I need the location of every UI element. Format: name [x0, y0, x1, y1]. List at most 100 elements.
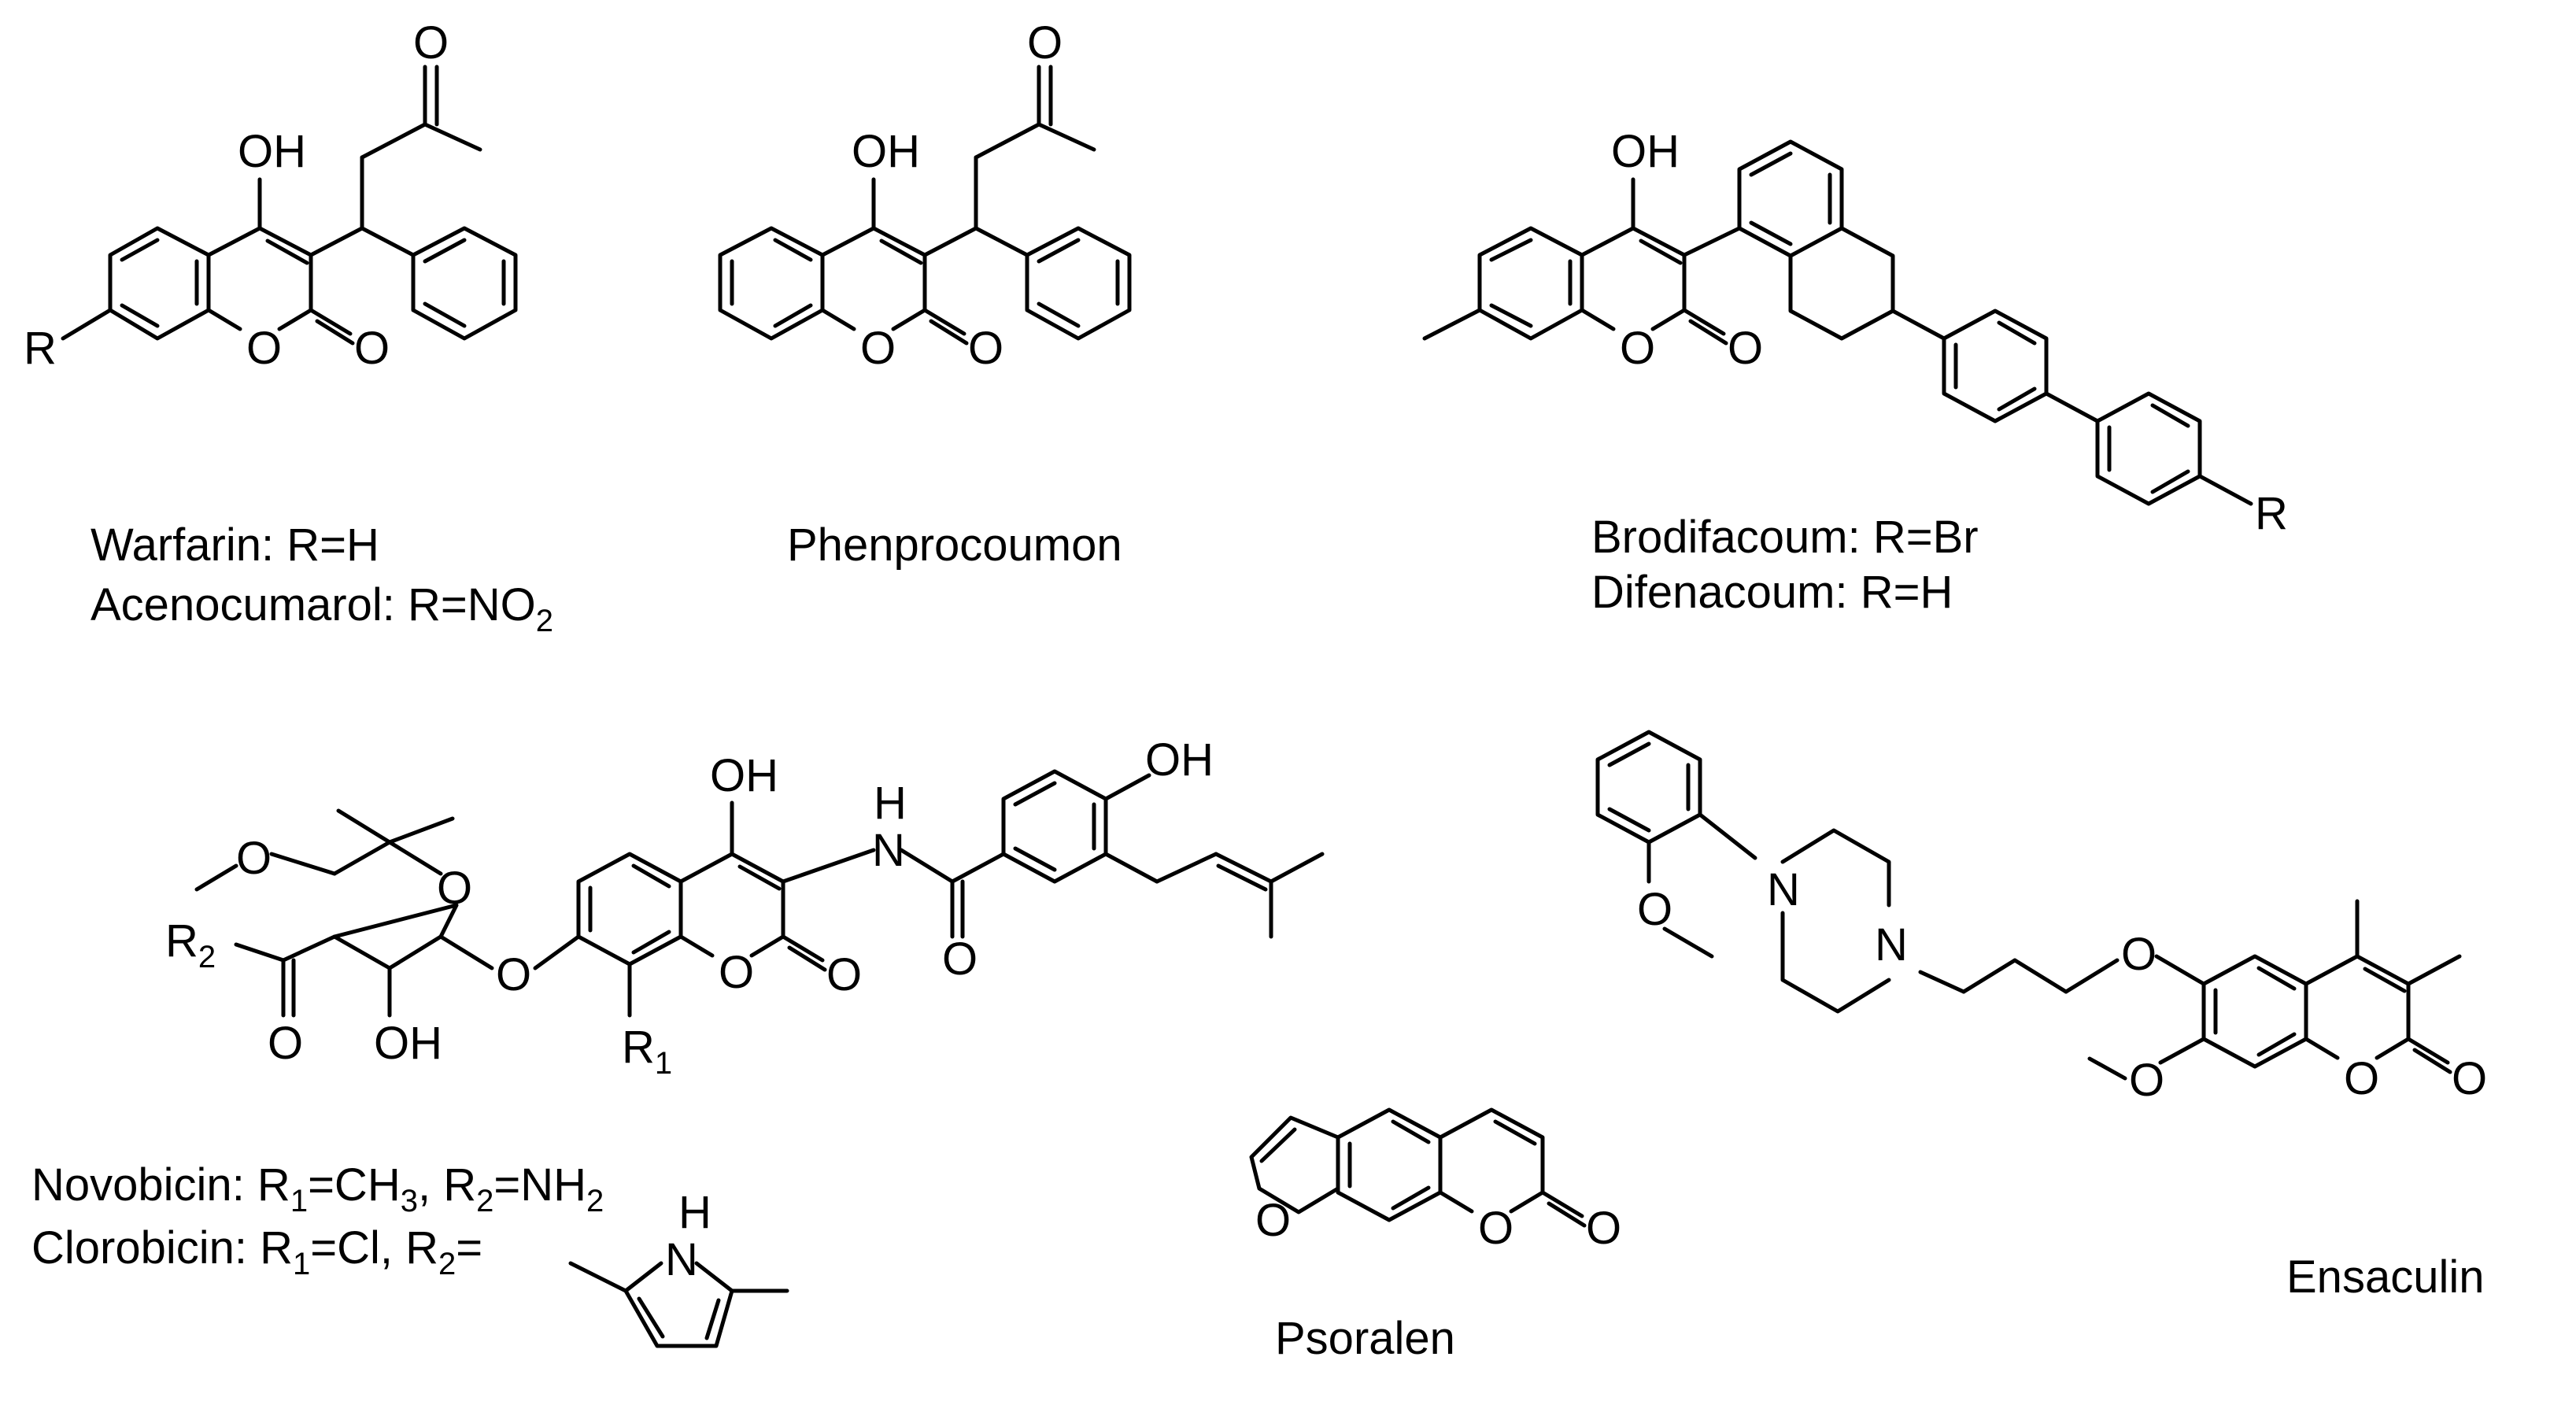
brodifacoum-link-bond — [1890, 309, 1946, 341]
psoralen-double-bond — [1391, 1119, 1431, 1144]
ensaculin-anisole-o-label: O — [1637, 884, 1672, 935]
ensaculin-n1-label: N — [1767, 864, 1800, 915]
ensaculin-benzo-ring — [2201, 954, 2308, 1069]
psoralen-double-bond — [1259, 1127, 1297, 1163]
warfarin-benzo-ring — [108, 226, 211, 341]
brodifacoum-r-bond — [2197, 474, 2253, 506]
novobicin-prenyl-methyl — [1269, 852, 1325, 884]
pyrrole-double-bond — [704, 1298, 721, 1340]
novobicin-methoxy-o-label: O — [236, 833, 272, 884]
ensaculin-double-bond — [2256, 1032, 2297, 1057]
novobicin-double-bond — [737, 864, 782, 891]
brodifacoum-tetralin-saturated — [1788, 226, 1895, 341]
novobicin-amide-o-label: O — [942, 933, 978, 985]
pyrrole-n-label: N — [665, 1234, 698, 1285]
brodifacoum-biphenyl-ring1 — [1942, 309, 2049, 423]
novobicin-amide-bond — [781, 848, 876, 884]
psoralen-double-bond — [1391, 1185, 1431, 1211]
novobicin-prenyl-double — [1214, 852, 1273, 884]
warfarin-side-chain — [423, 122, 482, 152]
brodifacoum-double-bond — [2150, 469, 2190, 494]
ensaculin-double-bond — [1607, 741, 1651, 767]
novobicin-ring-o-label: O — [719, 947, 754, 998]
warfarin-r-bond — [61, 308, 113, 341]
ensaculin-double-bond — [1607, 807, 1651, 833]
psoralen-ring-o-label: O — [1478, 1203, 1513, 1254]
pyrrole-ring — [623, 1261, 734, 1348]
ensaculin-lactone-o-label: O — [2452, 1053, 2487, 1104]
phenprocoumon-oh-label: OH — [852, 126, 920, 177]
ensaculin-carbonyl-bond — [2412, 1048, 2452, 1074]
phenprocoumon-side-chain — [974, 122, 1041, 160]
phenprocoumon-double-bond — [1037, 301, 1081, 328]
phenprocoumon-carbonyl-bond — [922, 308, 966, 336]
brodifacoum-oh-label: OH — [1611, 126, 1680, 177]
novobicin-double-bond — [631, 930, 671, 955]
phenprocoumon-double-bond — [879, 238, 923, 265]
pyrrole-methyl-bond — [568, 1261, 628, 1293]
phenprocoumon-double-bond — [1037, 238, 1081, 264]
phenprocoumon-ketone-o-label: O — [1027, 17, 1063, 68]
novobicin-phenol-bond — [1103, 773, 1151, 801]
caption-psoralen: Psoralen — [1275, 1313, 1455, 1364]
warfarin-side-chain — [309, 226, 364, 257]
brodifacoum-double-bond — [1489, 303, 1533, 328]
caption-acenocumarol: Acenocumarol: R=NO2 — [91, 579, 553, 638]
novobicin-double-bond — [631, 863, 671, 889]
ensaculin-n-bond — [1698, 812, 1757, 860]
ensaculin-ring-o-label: O — [2344, 1053, 2379, 1104]
phenprocoumon-side-chain — [1037, 122, 1096, 152]
phenprocoumon-carbonyl-bond — [929, 319, 969, 346]
brodifacoum-ring-o-label: O — [1620, 323, 1655, 374]
warfarin-double-bond — [423, 238, 467, 264]
warfarin-lactone-o-label: O — [354, 323, 390, 374]
ensaculin-methoxy-bond — [2087, 1056, 2127, 1081]
novobicin-glycosidic-bond — [438, 934, 494, 970]
psoralen-double-bond — [1493, 1119, 1537, 1146]
psoralen-carbonyl-bond — [1540, 1190, 1584, 1218]
novobicin-prenyl-bond — [1103, 852, 1159, 884]
warfarin-captions: Warfarin: R=H Acenocumarol: R=NO2 — [91, 519, 553, 638]
brodifacoum-benzo-ring — [1477, 226, 1584, 341]
ensaculin-structure: O N N O O O O — [1595, 730, 2487, 1106]
warfarin-double-bond — [423, 301, 467, 328]
caption-phenprocoumon: Phenprocoumon — [787, 519, 1122, 571]
phenprocoumon-ring-o-label: O — [860, 323, 896, 374]
brodifacoum-carbonyl-bond — [1688, 319, 1728, 346]
pyrrole-h-label: H — [678, 1187, 711, 1238]
novobicin-r1-label: R1 — [622, 1022, 672, 1081]
warfarin-double-bond — [120, 238, 160, 262]
brodifacoum-biphenyl-ring2 — [2095, 391, 2202, 506]
ensaculin-methoxy-o-label: O — [2129, 1055, 2164, 1106]
ensaculin-carbonyl-bond — [2406, 1037, 2450, 1065]
novobicin-r2-label: R2 — [165, 915, 216, 974]
warfarin-phenyl-ring — [360, 226, 518, 341]
novobicin-carbonyl-bond — [787, 945, 827, 972]
novobicin-captions: Novobicin: R1=CH3, R2=NH2 Clorobicin: R1… — [31, 1159, 604, 1281]
caption-clorobicin: Clorobicin: R1=Cl, R2= — [31, 1222, 482, 1281]
ensaculin-propyl-bond — [1918, 970, 1966, 994]
novobicin-prenyl-double — [1216, 863, 1268, 892]
novobicin-glycosidic-bond — [533, 934, 581, 970]
warfarin-carbonyl-bond — [315, 319, 355, 346]
brodifacoum-double-bond — [1639, 238, 1683, 265]
novobicin-link-o-label: O — [496, 949, 531, 1000]
brodifacoum-pyranone-ring — [1580, 226, 1687, 331]
phenprocoumon-double-bond — [773, 238, 813, 262]
caption-warfarin: Warfarin: R=H — [91, 519, 379, 571]
novobicin-nh-h-label: H — [874, 778, 907, 829]
novobicin-double-bond — [1013, 846, 1057, 872]
novobicin-methoxy-bond — [194, 863, 238, 892]
ensaculin-anisole-ring — [1595, 730, 1702, 845]
caption-difenacoum: Difenacoum: R=H — [1591, 567, 1953, 618]
novobicin-amide-bond — [899, 848, 955, 884]
phenprocoumon-pyranone-ring — [820, 226, 927, 331]
phenprocoumon-benzo-ring — [718, 226, 825, 341]
brodifacoum-double-bond — [1997, 386, 2037, 412]
novobicin-methoxy-bond — [269, 852, 337, 876]
psoralen-benzo-ring — [1336, 1107, 1443, 1222]
brodifacoum-methyl-bond — [1422, 308, 1482, 341]
novobicin-lactone-o-label: O — [826, 949, 862, 1000]
psoralen-lactone-o-label: O — [1586, 1203, 1621, 1254]
